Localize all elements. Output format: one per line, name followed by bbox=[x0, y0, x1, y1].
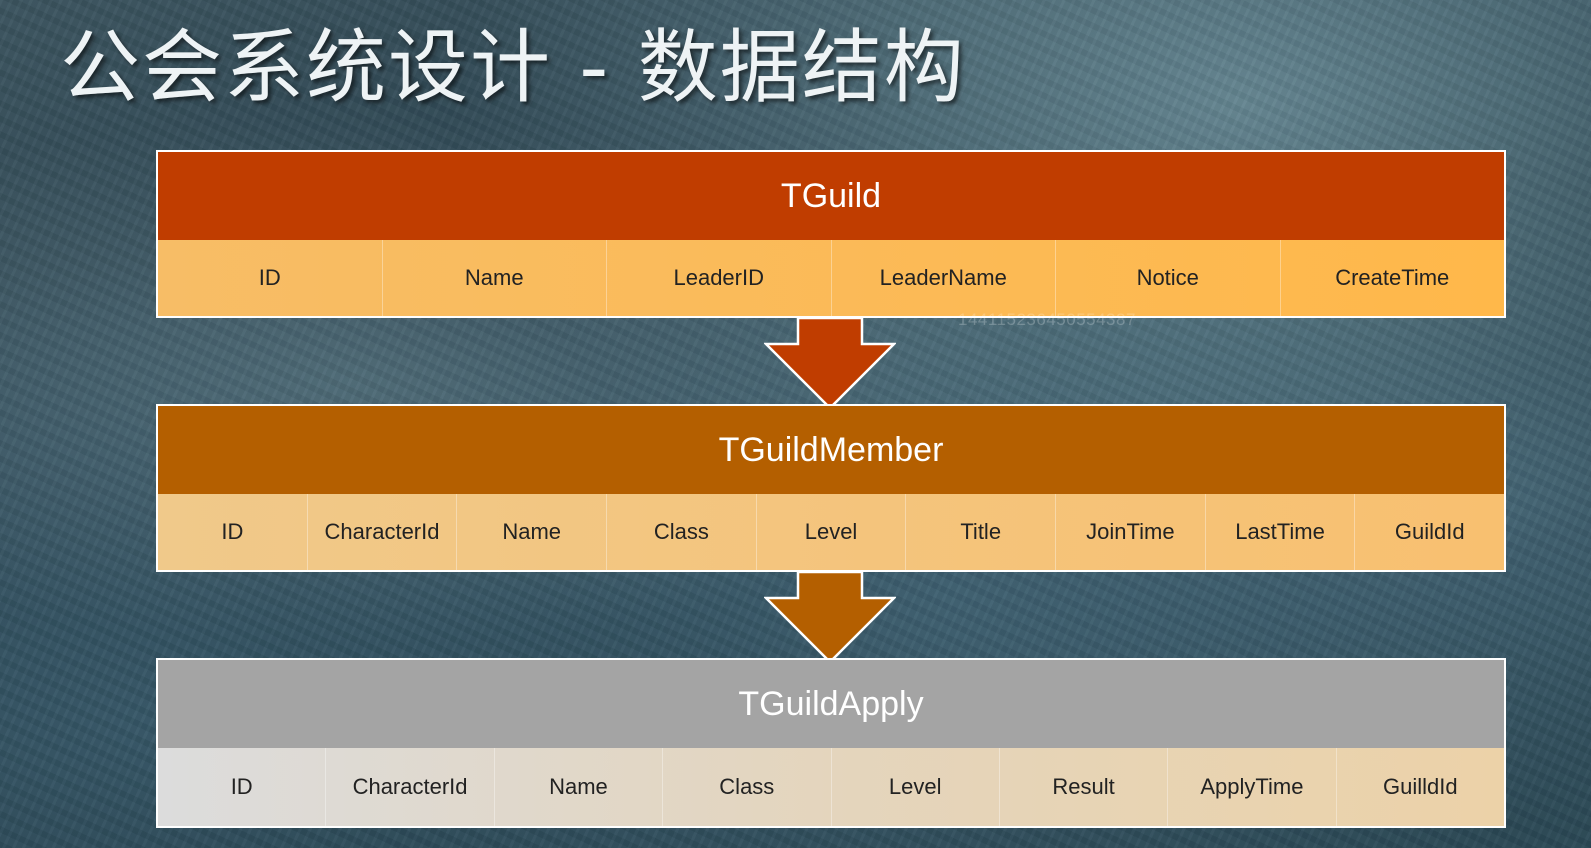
table-tguildapply: TGuildApply ID CharacterId Name Class Le… bbox=[156, 658, 1506, 828]
field-row-tguild: ID Name LeaderID LeaderName Notice Creat… bbox=[158, 240, 1504, 316]
table-name-tguildmember: TGuildMember bbox=[158, 406, 1504, 494]
field-cell: ID bbox=[158, 748, 327, 826]
table-tguild: TGuild ID Name LeaderID LeaderName Notic… bbox=[156, 150, 1506, 318]
field-cell: GuilldId bbox=[1383, 774, 1458, 799]
field-cell: Title bbox=[906, 494, 1057, 570]
down-arrow-icon bbox=[764, 318, 896, 410]
down-arrow-icon bbox=[764, 572, 896, 664]
field-cell: Name bbox=[495, 748, 664, 826]
table-tguildmember: TGuildMember ID CharacterId Name Class L… bbox=[156, 404, 1506, 572]
field-cell: Level bbox=[757, 494, 907, 570]
field-cell: Name bbox=[383, 240, 607, 316]
field-cell: ID bbox=[158, 240, 383, 316]
field-cell: CharacterId bbox=[326, 748, 495, 826]
field-cell: Result bbox=[1000, 748, 1169, 826]
field-cell: Name bbox=[457, 494, 608, 570]
field-cell: Class bbox=[607, 494, 757, 570]
field-cell: LeaderName bbox=[832, 240, 1056, 316]
field-cell: ApplyTime bbox=[1168, 748, 1337, 826]
field-cell: Notice bbox=[1056, 240, 1281, 316]
field-row-tguildapply: ID CharacterId Name Class Level Result A… bbox=[158, 748, 1504, 826]
table-name-tguildapply: TGuildApply bbox=[158, 660, 1504, 748]
field-cell: JoinTime bbox=[1056, 494, 1206, 570]
field-row-tguildmember: ID CharacterId Name Class Level Title Jo… bbox=[158, 494, 1504, 570]
field-cell: Level bbox=[832, 748, 1000, 826]
field-cell: CreateTime bbox=[1335, 265, 1450, 290]
slide-title: 公会系统设计 - 数据结构 bbox=[60, 21, 966, 114]
watermark-text: 144115236450554387 bbox=[958, 310, 1136, 329]
field-cell: GuildId bbox=[1394, 519, 1465, 544]
field-cell: CharacterId bbox=[308, 494, 458, 570]
field-cell: LeaderID bbox=[607, 240, 832, 316]
field-cell: ID bbox=[158, 494, 308, 570]
table-name-tguild: TGuild bbox=[158, 152, 1504, 240]
field-cell: Class bbox=[663, 748, 832, 826]
field-cell: LastTime bbox=[1206, 494, 1356, 570]
